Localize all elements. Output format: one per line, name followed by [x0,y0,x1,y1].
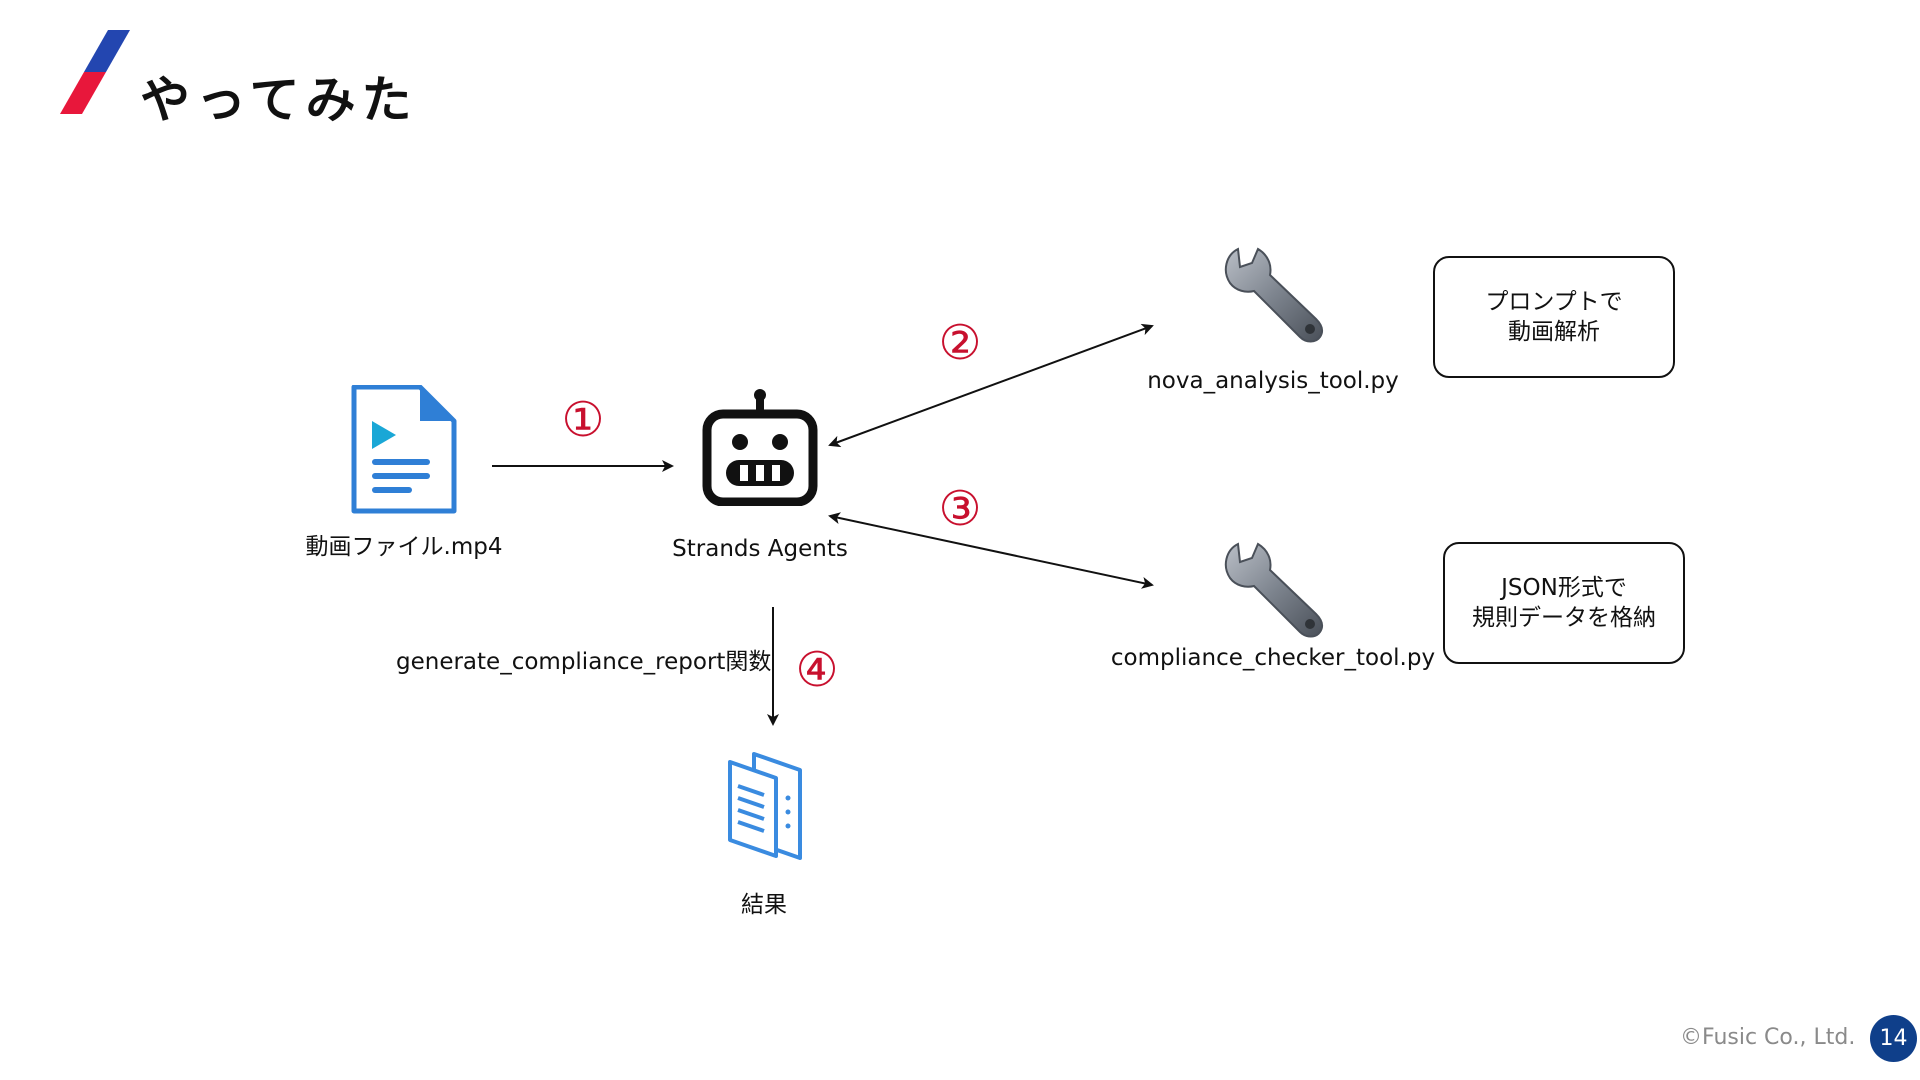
page-title: やってみた [140,71,418,129]
note-checker: JSON形式で 規則データを格納 [1443,542,1685,664]
agent-label: Strands Agents [672,536,848,562]
step-2-marker: ② [938,315,982,371]
result-label: 結果 [741,892,787,918]
video-file-label: 動画ファイル.mp4 [305,534,503,560]
page-number: 14 [1879,1026,1908,1051]
arrow-agent-checker [828,512,1154,589]
video-file-icon [351,385,457,514]
copyright-text: ©Fusic Co., Ltd. [1680,1025,1856,1050]
step-4-marker: ④ [795,642,839,698]
robot-icon [702,389,818,506]
result-documents-icon [728,752,802,860]
note-nova-line2: 動画解析 [1508,319,1600,345]
checker-tool-label: compliance_checker_tool.py [1110,645,1436,671]
brand-slash-logo [60,30,130,114]
note-nova: プロンプトで 動画解析 [1433,256,1675,378]
note-checker-line1: JSON形式で [1501,575,1627,601]
wrench-icon-nova [1224,247,1324,343]
report-function-label: generate_compliance_report関数 [396,649,772,675]
note-nova-line1: プロンプトで [1485,289,1623,315]
step-1-marker: ① [561,392,605,448]
wrench-icon-checker [1224,542,1324,638]
nova-tool-label: nova_analysis_tool.py [1147,368,1399,394]
page-number-badge: 14 [1870,1015,1917,1062]
step-3-marker: ③ [938,481,982,537]
arrow-agent-nova [828,323,1154,448]
note-checker-line2: 規則データを格納 [1472,605,1656,631]
